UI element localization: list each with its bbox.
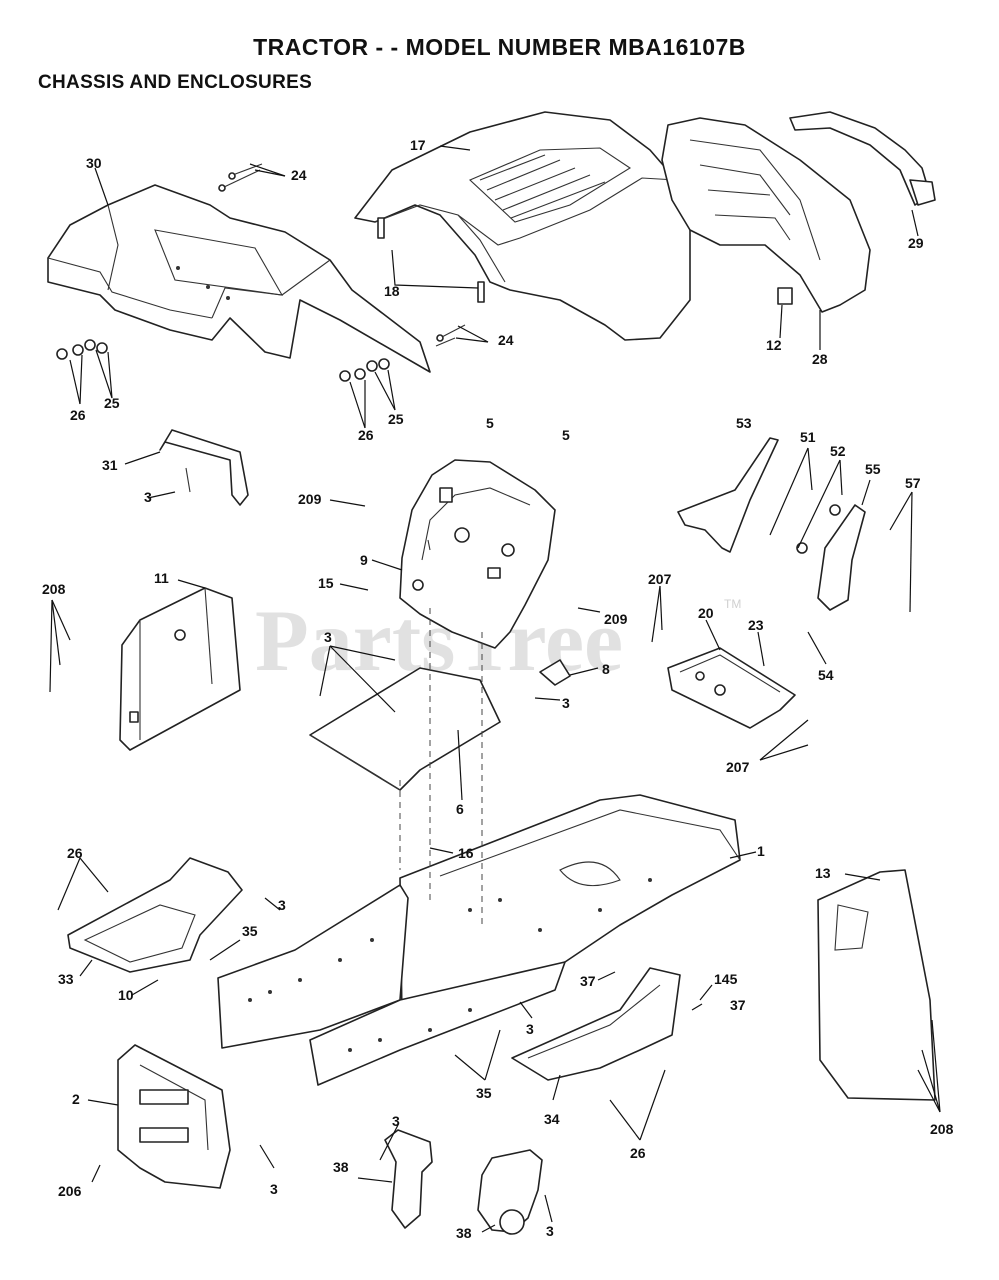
label-11: 11 <box>154 570 169 586</box>
leader-lines <box>49 145 941 1233</box>
label-38-right: 38 <box>456 1225 472 1241</box>
label-25-left: 25 <box>104 395 120 411</box>
part-11-panel <box>119 587 241 751</box>
page-title: TRACTOR - - MODEL NUMBER MBA16107B <box>253 34 746 60</box>
label-33: 33 <box>58 971 74 987</box>
label-34: 34 <box>544 1111 560 1127</box>
label-55: 55 <box>865 461 881 477</box>
part-6-floor-plate <box>309 667 501 791</box>
part-13-panel <box>817 869 936 1101</box>
part-8-clip <box>539 659 571 686</box>
label-3-bracket2: 3 <box>270 1181 278 1197</box>
part-38-bracket-right <box>477 1149 543 1235</box>
label-12: 12 <box>766 337 782 353</box>
label-9: 9 <box>360 552 368 568</box>
label-17: 17 <box>410 137 426 153</box>
part-17-hood <box>354 111 691 341</box>
label-54: 54 <box>818 667 834 683</box>
part-53-bracket <box>677 437 779 553</box>
label-2: 2 <box>72 1091 80 1107</box>
label-26-bottom: 26 <box>630 1145 646 1161</box>
label-20: 20 <box>698 605 714 621</box>
label-16: 16 <box>458 845 474 861</box>
label-52: 52 <box>830 443 846 459</box>
label-53: 53 <box>736 415 752 431</box>
label-31: 31 <box>102 457 118 473</box>
label-207-bottom: 207 <box>726 759 750 775</box>
label-5-right: 5 <box>562 427 570 443</box>
label-3-footrest: 3 <box>278 897 286 913</box>
label-38-left: 38 <box>333 1159 349 1175</box>
label-13: 13 <box>815 865 831 881</box>
label-18: 18 <box>384 283 400 299</box>
label-35-left: 35 <box>242 923 258 939</box>
label-3-floor: 3 <box>324 629 332 645</box>
label-208-right: 208 <box>930 1121 954 1137</box>
label-15: 15 <box>318 575 334 591</box>
watermark-trademark: TM <box>724 597 741 611</box>
part-2-bracket <box>117 1044 231 1189</box>
section-title: CHASSIS AND ENCLOSURES <box>38 72 313 93</box>
label-3-bottom: 3 <box>546 1223 554 1239</box>
fasteners-24-25-26 <box>56 163 466 382</box>
label-8: 8 <box>602 661 610 677</box>
label-3-31: 3 <box>144 489 152 505</box>
label-57: 57 <box>905 475 921 491</box>
label-26-left: 26 <box>70 407 86 423</box>
label-209-top: 209 <box>298 491 322 507</box>
part-34-footrest <box>511 967 681 1081</box>
part-labels: 30 24 17 18 29 12 28 24 26 25 26 25 5 5 … <box>42 137 954 1241</box>
label-26-footrest: 26 <box>67 845 83 861</box>
label-30: 30 <box>86 155 102 171</box>
label-37-top: 37 <box>580 973 596 989</box>
label-29: 29 <box>908 235 924 251</box>
label-3-bracket: 3 <box>392 1113 400 1129</box>
label-28: 28 <box>812 351 828 367</box>
part-29-nose-trim <box>789 111 936 206</box>
part-38-bracket-left <box>384 1129 433 1229</box>
label-145: 145 <box>714 971 738 987</box>
label-209-mid: 209 <box>604 611 628 627</box>
label-24-top: 24 <box>291 167 307 183</box>
label-208-left: 208 <box>42 581 66 597</box>
label-26-mid: 26 <box>358 427 374 443</box>
label-3-frame: 3 <box>526 1021 534 1037</box>
label-35-bottom: 35 <box>476 1085 492 1101</box>
part-55-bracket <box>796 504 866 611</box>
label-37-right: 37 <box>730 997 746 1013</box>
part-28-grille <box>661 117 871 313</box>
part-31-bracket <box>159 429 249 506</box>
label-1: 1 <box>757 843 765 859</box>
part-30-fender <box>47 184 431 373</box>
label-6: 6 <box>456 801 464 817</box>
part-20-pan <box>667 647 796 729</box>
label-51: 51 <box>800 429 816 445</box>
label-10: 10 <box>118 987 134 1003</box>
part-33-footrest <box>67 857 243 973</box>
label-24-mid: 24 <box>498 332 514 348</box>
part-9-dash-panel <box>399 459 556 649</box>
label-3-mid: 3 <box>562 695 570 711</box>
label-23: 23 <box>748 617 764 633</box>
part-1-main-frame <box>217 794 741 1086</box>
label-5-top: 5 <box>486 415 494 431</box>
label-206: 206 <box>58 1183 82 1199</box>
label-207-top: 207 <box>648 571 672 587</box>
label-25-mid: 25 <box>388 411 404 427</box>
